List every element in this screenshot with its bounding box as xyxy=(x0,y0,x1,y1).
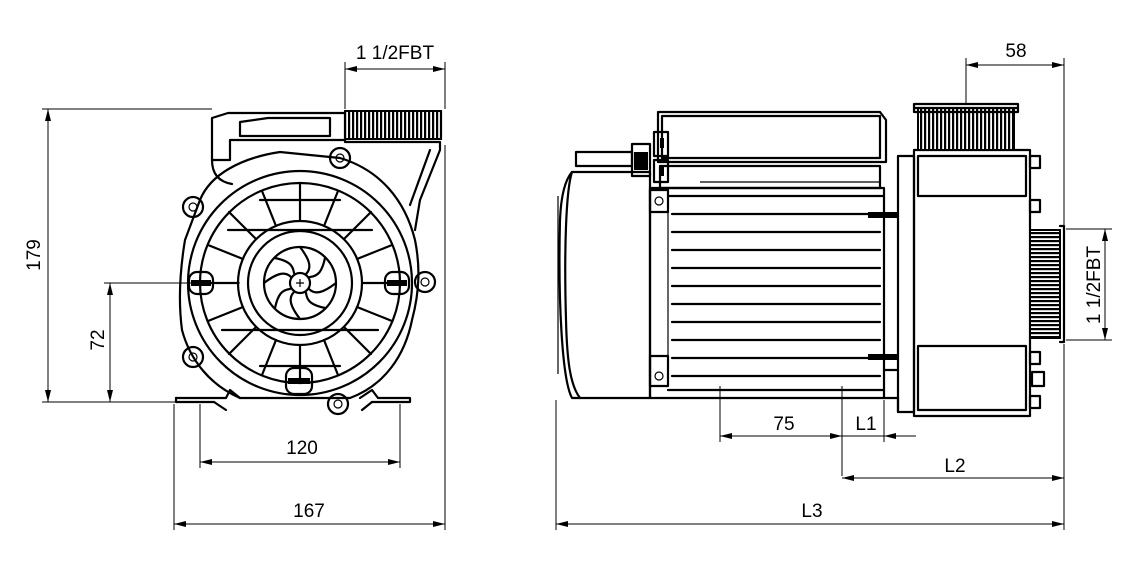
dim-front-height: 179 xyxy=(24,108,212,403)
dim-side-mount: 75 xyxy=(719,386,843,476)
side-inlet-thread-label: 1 1/2FBT xyxy=(1084,246,1105,325)
dim-side-l2: L2 xyxy=(842,344,1065,530)
side-outlet-thread xyxy=(912,102,1020,151)
dim-side-inlet-thread: 1 1/2FBT xyxy=(1066,228,1112,341)
side-l1-label: L1 xyxy=(855,414,876,435)
dim-side-l1: L1 xyxy=(842,400,916,442)
dim-front-outlet-thread: 1 1/2FBT xyxy=(344,43,446,109)
side-view: 58 1 1/2FBT 75 L1 L2 xyxy=(555,41,1112,530)
front-outlet-thread xyxy=(344,110,442,140)
dim-front-width: 167 xyxy=(173,145,446,530)
side-motor-endcap xyxy=(557,170,652,400)
dim-side-l3: L3 xyxy=(555,400,1064,530)
dim-front-axis-height: 72 xyxy=(88,282,240,402)
front-outlet-housing xyxy=(210,109,443,232)
front-width-label: 167 xyxy=(293,501,325,522)
side-inlet-thread xyxy=(1029,224,1066,344)
side-l2-label: L2 xyxy=(944,456,965,477)
front-view: 1 1/2FBT 179 72 120 167 xyxy=(24,43,446,530)
side-terminal-box xyxy=(652,110,888,190)
dim-front-feet: 120 xyxy=(199,404,401,468)
side-outlet-offset-label: 58 xyxy=(1005,41,1026,62)
front-feet xyxy=(174,388,412,412)
side-motor-body xyxy=(648,186,898,400)
front-flange xyxy=(178,146,437,416)
dim-side-outlet-offset: 58 xyxy=(965,41,1065,236)
side-pump-housing xyxy=(882,148,1046,418)
front-outlet-thread-label: 1 1/2FBT xyxy=(356,43,435,64)
side-l3-label: L3 xyxy=(801,501,822,522)
front-foot-spacing-label: 120 xyxy=(286,438,318,459)
front-axis-height-label: 72 xyxy=(88,329,109,350)
front-cover-ribs xyxy=(186,169,414,397)
side-mount-length-label: 75 xyxy=(773,414,794,435)
side-cable xyxy=(574,142,652,178)
front-height-label: 179 xyxy=(24,239,45,271)
front-impeller xyxy=(262,245,338,321)
